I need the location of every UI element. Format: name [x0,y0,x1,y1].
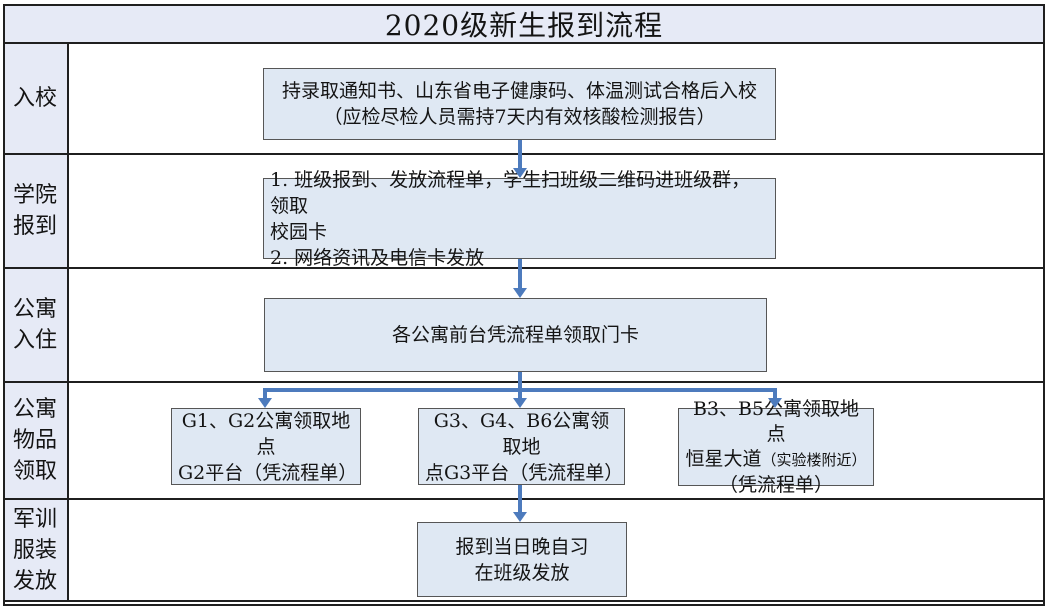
row-content [69,44,1043,153]
row-label-item-pickup: 公寓物品领取 [5,383,69,498]
row-label-text: 公寓入住 [13,297,58,353]
row-content [69,383,1043,498]
row-apartment-checkin: 公寓入住 [5,269,1043,383]
row-item-pickup: 公寓物品领取 [5,383,1043,500]
row-uniform-handout: 军训服装发放 [5,500,1043,602]
page-title: 2020级新生报到流程 [5,6,1043,44]
row-label-text: 公寓物品领取 [13,397,58,484]
row-label-uniform-handout: 军训服装发放 [5,500,69,600]
row-empty [5,602,1043,604]
row-content [69,269,1043,381]
row-label-text: 军训服装发放 [13,506,58,594]
row-enter-school: 入校 [5,44,1043,155]
row-content [69,155,1043,267]
row-label-text: 学院报到 [13,183,58,239]
process-table: 2020级新生报到流程 入校 学院报到 公寓入住 公寓物品领取 [3,4,1045,606]
row-label-text: 入校 [13,86,58,111]
row-label-apartment-checkin: 公寓入住 [5,269,69,381]
row-college-checkin: 学院报到 [5,155,1043,269]
row-label-college-checkin: 学院报到 [5,155,69,267]
row-content [69,500,1043,600]
row-label-enter-school: 入校 [5,44,69,153]
